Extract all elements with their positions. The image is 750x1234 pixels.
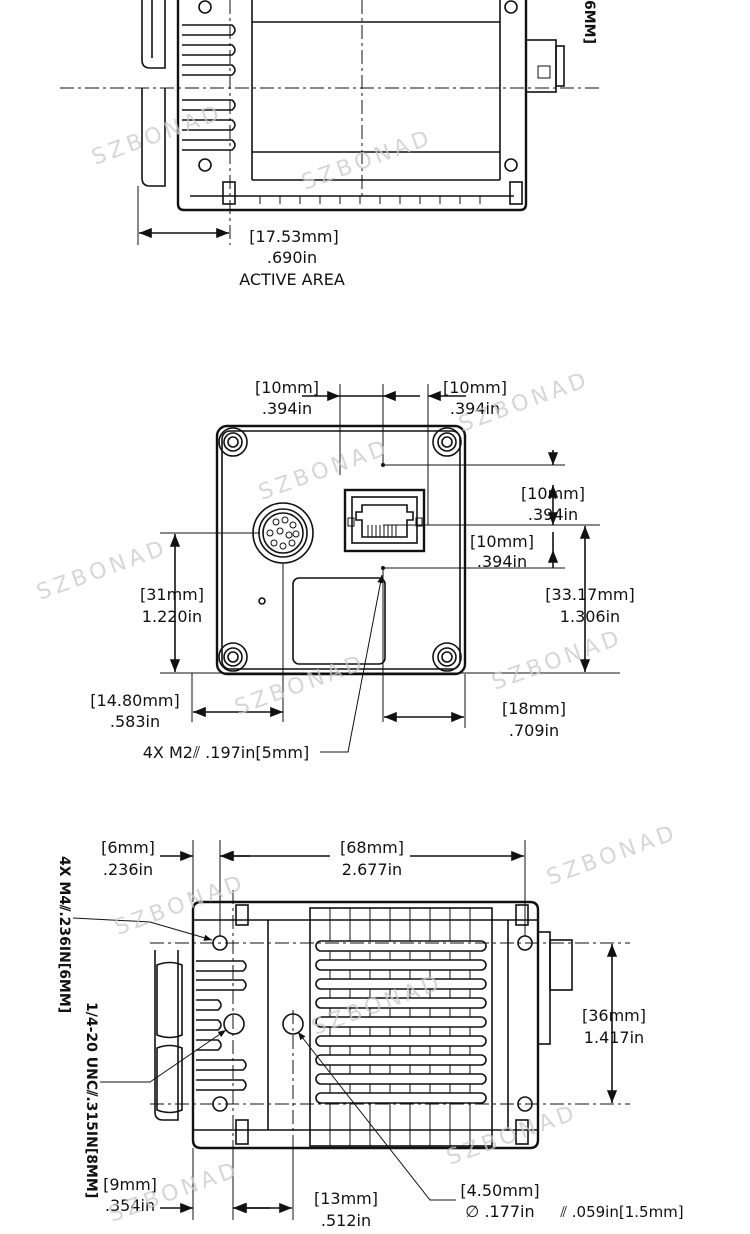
front-dim-18: [18mm] <box>502 699 566 718</box>
front-holes-callout: 4X M2⫽ .197in[5mm] <box>143 743 309 762</box>
bottom-dim-13-in: .512in <box>321 1211 371 1230</box>
bottom-dim-6-in: .236in <box>103 860 153 879</box>
watermark-2: SZBONAD <box>299 125 437 196</box>
front-dim-10c: [10mm] <box>521 484 585 503</box>
watermark-6: SZBONAD <box>489 625 627 696</box>
front-dim-1480: [14.80mm] <box>90 691 179 710</box>
active-width-mm: [17.53mm] <box>249 227 338 246</box>
watermark-7: SZBONAD <box>232 650 370 721</box>
corner-screw-holes <box>218 427 462 672</box>
front-dim-10d-in: .394in <box>477 552 527 571</box>
front-dim-31: [31mm] <box>140 585 204 604</box>
bottom-view: [6mm] .236in [68mm] 2.677in [36mm] 1.417… <box>56 838 684 1230</box>
unc-callout: 1/4-20 UNC⫽.315IN[8MM] <box>83 1002 99 1198</box>
bottom-dim-9-in: .354in <box>105 1196 155 1215</box>
watermark-11: SZBONAD <box>444 1100 582 1171</box>
front-dim-10a-in: .394in <box>262 399 312 418</box>
front-dim-10c-in: .394in <box>528 505 578 524</box>
front-dim-3317: [33.17mm] <box>545 585 634 604</box>
front-dim-18-in: .709in <box>509 721 559 740</box>
active-width-in: .690in <box>267 248 317 267</box>
watermark-4: SZBONAD <box>256 435 394 506</box>
front-dim-10b-in: .394in <box>450 399 500 418</box>
bottom-dim-450-in: ∅ .177in <box>465 1202 534 1221</box>
front-dim-10d: [10mm] <box>470 532 534 551</box>
front-dim-31-in: 1.220in <box>142 607 202 626</box>
bottom-dim-36: [36mm] <box>582 1006 646 1025</box>
bottom-dim-450: [4.50mm] <box>460 1181 539 1200</box>
top-view: [17.53mm] .690in ACTIVE AREA 6MM] <box>60 0 600 289</box>
bottom-dim-6: [6mm] <box>101 838 155 857</box>
watermark-9: SZBONAD <box>112 870 250 941</box>
round-io-connector <box>252 502 314 564</box>
bottom-dim-450-depth: ⫽ .059in[1.5mm] <box>559 1203 683 1221</box>
front-dim-10b: [10mm] <box>443 378 507 397</box>
watermark-8: SZBONAD <box>544 820 682 891</box>
heatsink-fins <box>309 907 493 1147</box>
bottom-dim-9: [9mm] <box>103 1175 157 1194</box>
active-area-label: ACTIVE AREA <box>239 270 345 289</box>
front-dim-10a: [10mm] <box>255 378 319 397</box>
m4-callout: 4X M4⫽.236IN[6MM] <box>56 856 72 1013</box>
bottom-dim-68-in: 2.677in <box>342 860 402 879</box>
bottom-dim-36-in: 1.417in <box>584 1028 644 1047</box>
top-side-label: 6MM] <box>581 0 597 44</box>
front-view: [10mm] .394in [10mm] .394in [10mm] .394i… <box>90 378 634 762</box>
bottom-dim-13: [13mm] <box>314 1189 378 1208</box>
watermark-1: SZBONAD <box>89 100 227 171</box>
front-dim-3317-in: 1.306in <box>560 607 620 626</box>
front-dim-1480-in: .583in <box>110 712 160 731</box>
bottom-dim-68: [68mm] <box>340 838 404 857</box>
ethernet-port <box>343 488 426 553</box>
